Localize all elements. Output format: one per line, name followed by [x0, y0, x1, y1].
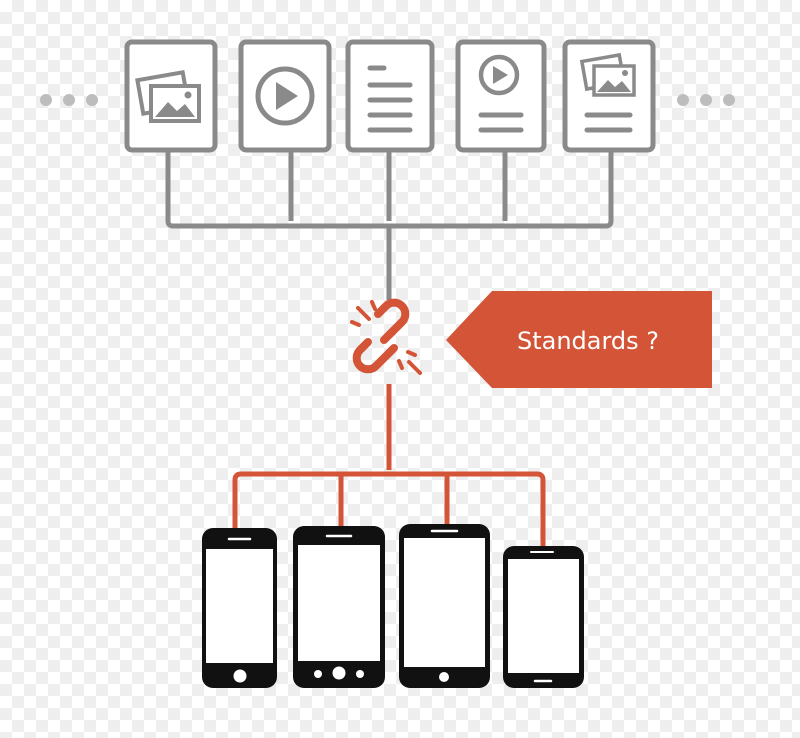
device-connector-lines — [232, 384, 546, 548]
standards-callout-label: Standards ? — [517, 327, 659, 355]
standards-callout: Standards ? — [446, 291, 712, 388]
small-phone-icon — [503, 546, 584, 688]
more-right-icon — [677, 94, 735, 106]
image-with-text-icon — [579, 52, 636, 133]
content-connector-lines — [165, 150, 614, 300]
content-card-video-text — [455, 39, 547, 153]
content-card-text — [345, 39, 435, 153]
text-document-icon — [367, 65, 413, 133]
more-left-icon — [40, 94, 98, 106]
content-card-video — [238, 39, 332, 153]
broken-link-icon — [350, 298, 422, 375]
smartphone-icon — [202, 528, 277, 688]
content-card-image-text — [562, 39, 656, 153]
image-icon — [135, 69, 201, 123]
android-phone-icon — [293, 526, 385, 688]
phablet-icon — [399, 524, 490, 688]
video-with-text-icon — [478, 54, 524, 133]
content-card-image — [124, 39, 218, 153]
play-icon — [255, 66, 315, 126]
